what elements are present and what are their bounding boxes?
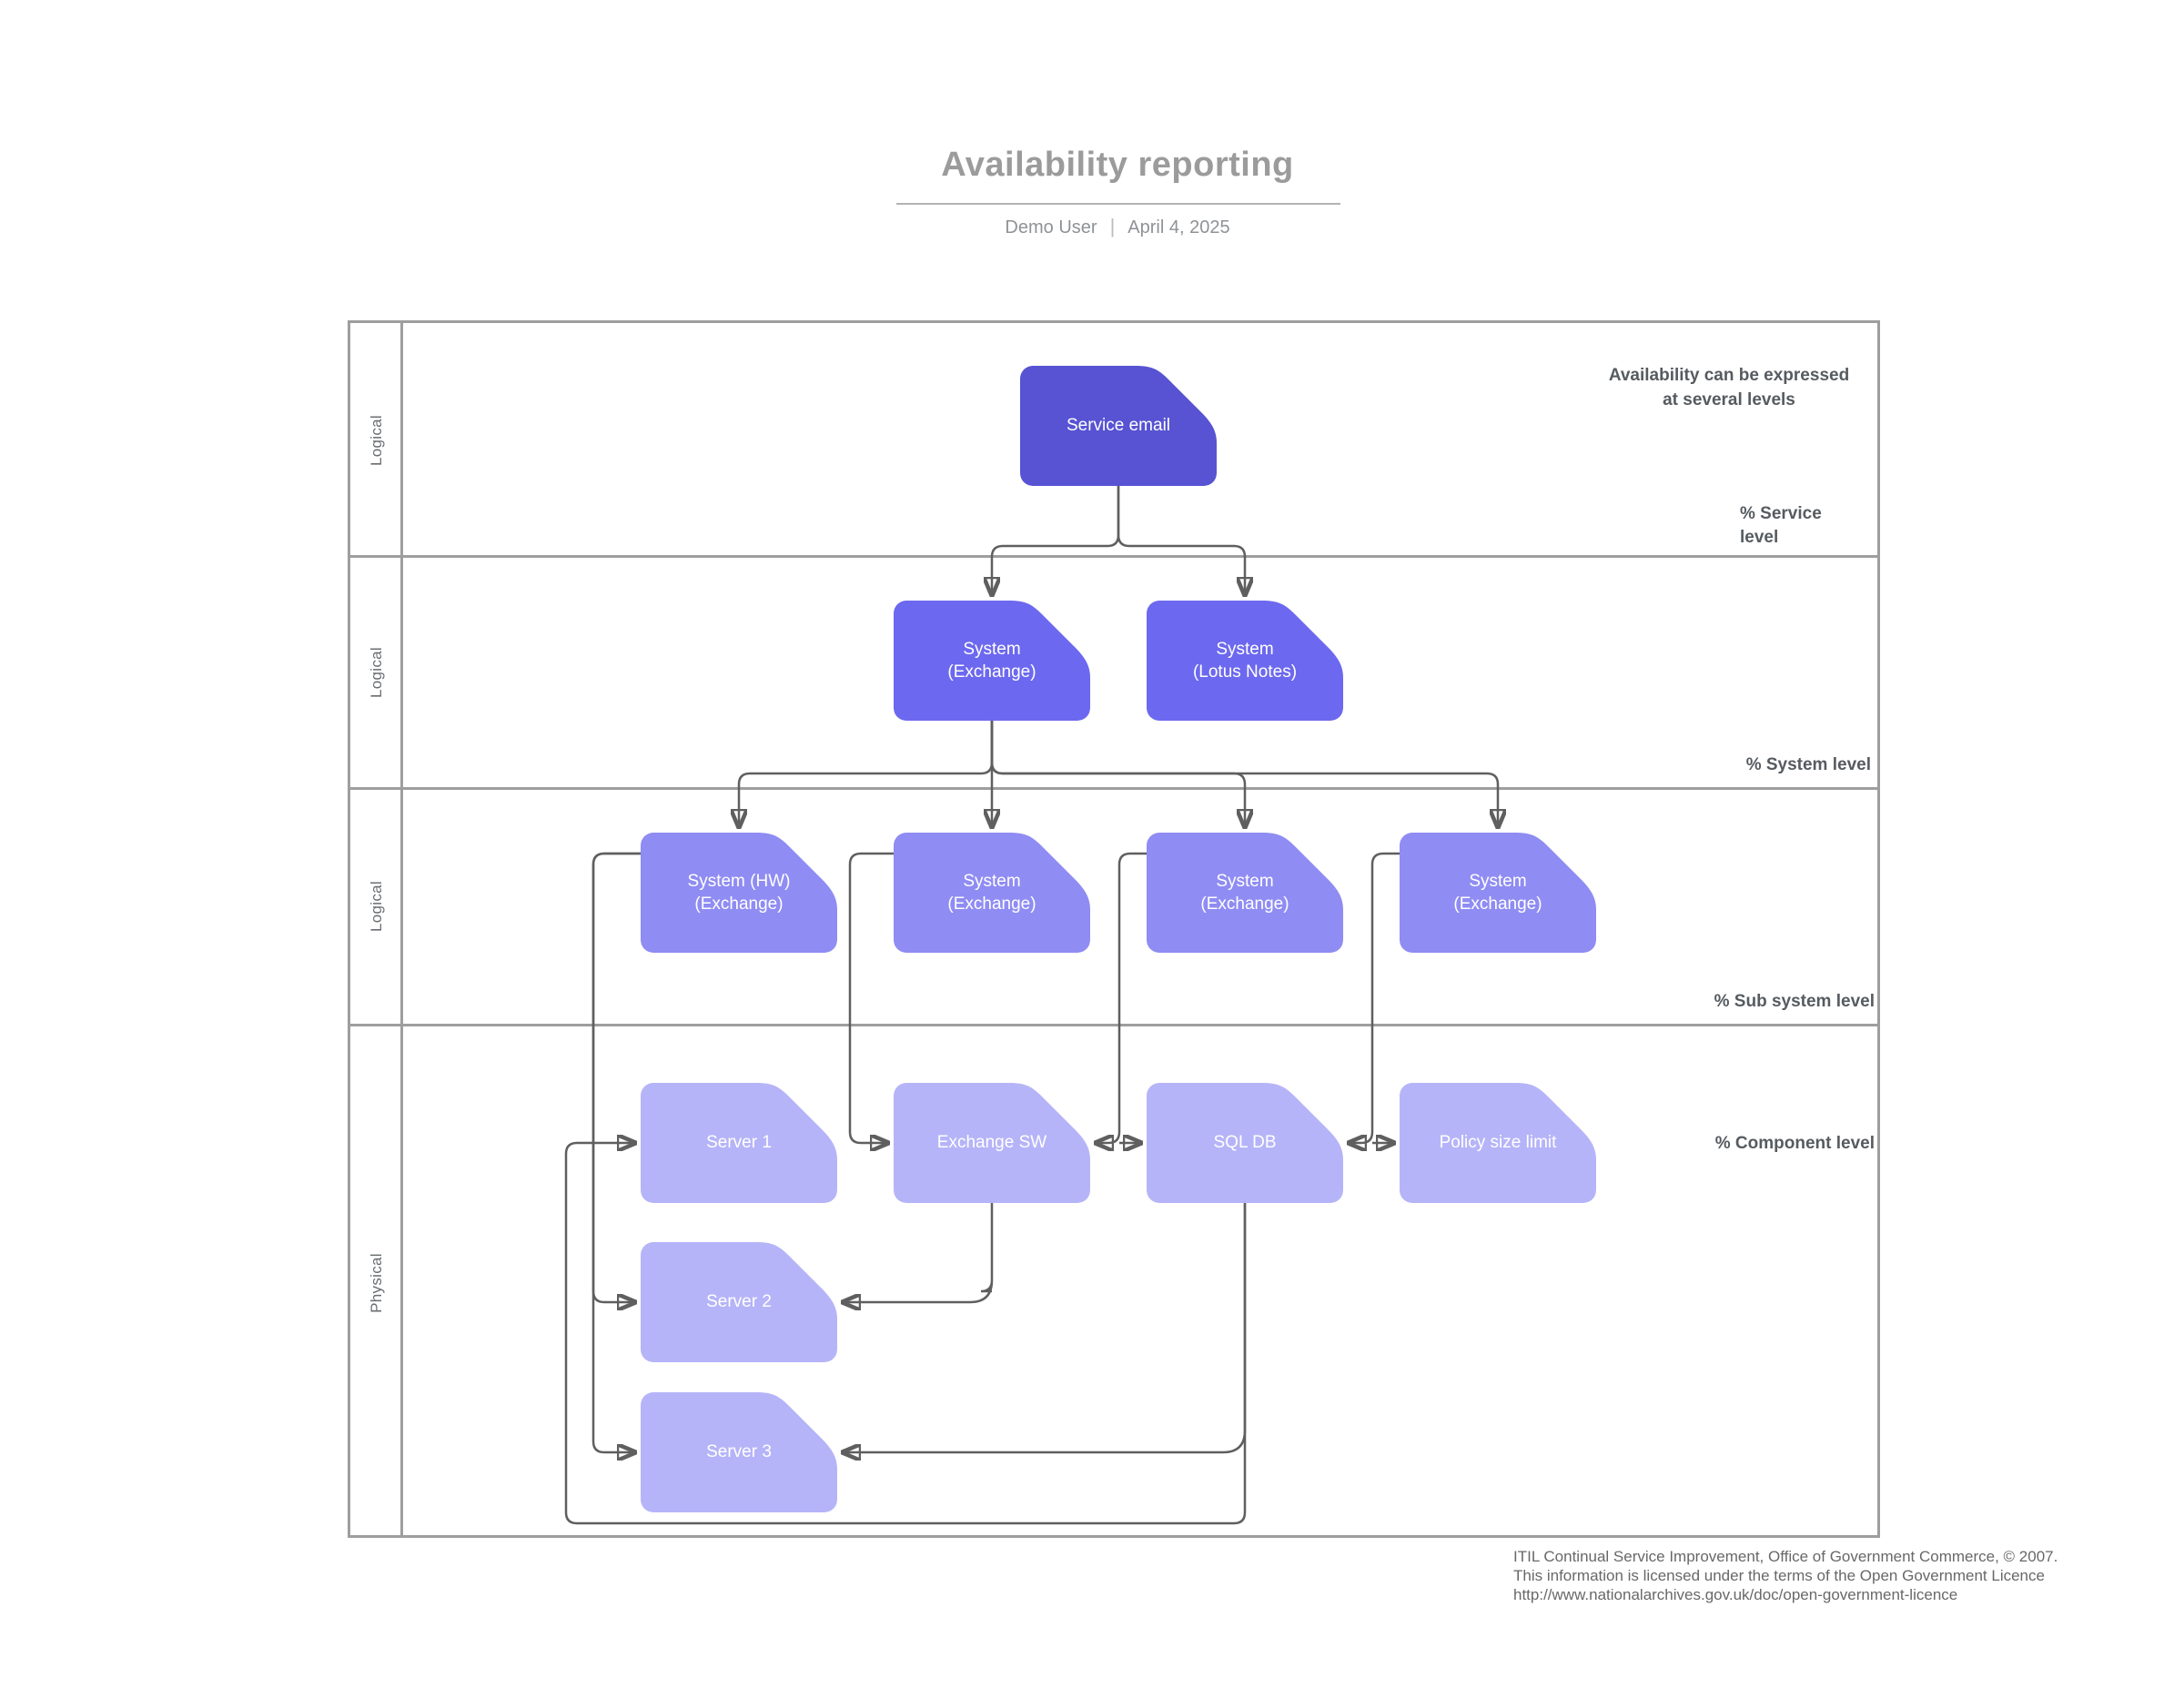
attribution-line3: http://www.nationalarchives.gov.uk/doc/o… bbox=[1513, 1586, 1958, 1603]
label-sub-system-level: % Sub system level bbox=[1714, 992, 1875, 1011]
swimlane-frame: Logical Logical Logical Physical bbox=[348, 320, 1880, 1538]
title-underline bbox=[896, 203, 1340, 205]
attribution-line1: ITIL Continual Service Improvement, Offi… bbox=[1513, 1548, 2058, 1565]
license-attribution: ITIL Continual Service Improvement, Offi… bbox=[1513, 1547, 2150, 1604]
label-system-level: % System level bbox=[1745, 755, 1871, 774]
lane-label-logical-1: Logical bbox=[368, 415, 385, 466]
lane-label-column bbox=[350, 323, 403, 1535]
callout-availability-levels: Availability can be expressed at several… bbox=[1608, 366, 1850, 409]
lane-divider-2 bbox=[350, 787, 1877, 790]
lane-label-physical: Physical bbox=[368, 1253, 385, 1313]
label-service-level: % Service level bbox=[1740, 504, 1822, 547]
node-system-lotus-notes[interactable]: System (Lotus Notes) bbox=[1147, 601, 1343, 721]
author-name: Demo User bbox=[1005, 217, 1097, 238]
subtitle-separator: | bbox=[1109, 215, 1116, 238]
lane-divider-3 bbox=[350, 1024, 1877, 1026]
subtitle: Demo User | April 4, 2025 bbox=[753, 215, 1481, 238]
lane-divider-1 bbox=[350, 555, 1877, 558]
lane-label-logical-2: Logical bbox=[368, 647, 385, 698]
label-component-level: % Component level bbox=[1714, 1134, 1875, 1153]
date-label: April 4, 2025 bbox=[1127, 217, 1230, 238]
lane-label-logical-3: Logical bbox=[368, 881, 385, 932]
attribution-line2: This information is licensed under the t… bbox=[1513, 1567, 2045, 1584]
page-title: Availability reporting bbox=[941, 146, 1294, 184]
